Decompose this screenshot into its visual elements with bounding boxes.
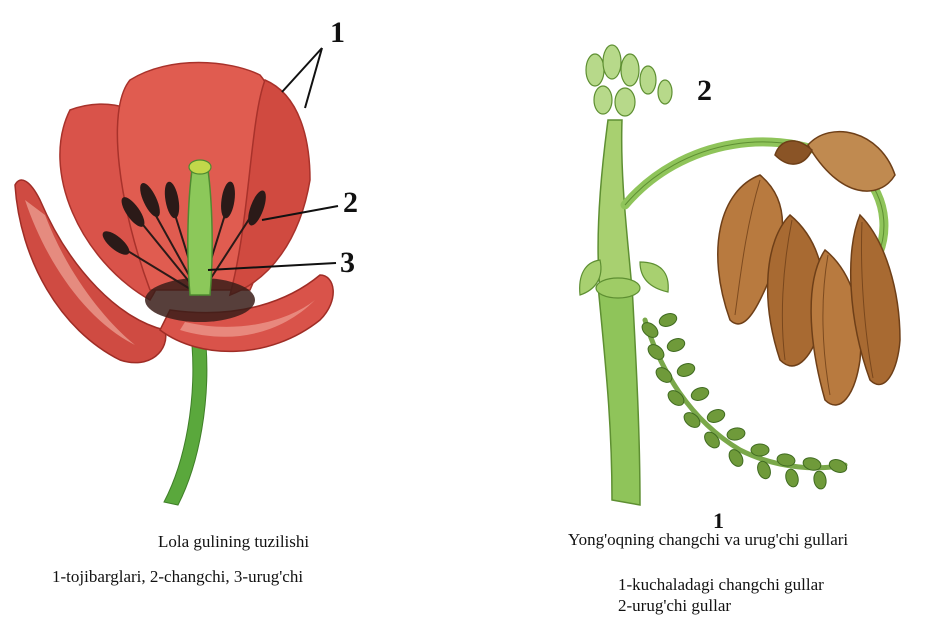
tulip-stem bbox=[164, 345, 207, 505]
walnut-stem-node bbox=[596, 278, 640, 298]
walnut-illustration: 2 1 bbox=[580, 45, 900, 533]
walnut-leaves bbox=[718, 132, 900, 405]
walnut-caption-title: Yong'oqning changchi va urug'chi gullari bbox=[568, 530, 848, 550]
tulip-caption-legend: 1-tojibarglari, 2-changchi, 3-urug'chi bbox=[52, 567, 303, 587]
walnut-marker-pistillate: 2 bbox=[697, 74, 712, 107]
tulip-marker-petals: 1 bbox=[330, 16, 345, 49]
tulip-marker-pistil: 3 bbox=[340, 246, 355, 279]
walnut-leaf-5 bbox=[808, 132, 895, 191]
walnut-caption-legend-2: 2-urug'chi gullar bbox=[618, 596, 731, 616]
tulip-marker-stamen: 2 bbox=[343, 186, 358, 219]
tulip-pistil bbox=[188, 170, 212, 295]
tulip-caption-title: Lola gulining tuzilishi bbox=[158, 532, 309, 552]
tulip-illustration: 1 2 3 bbox=[15, 16, 358, 505]
tulip-stigma bbox=[189, 160, 211, 174]
walnut-bud-leaf-right bbox=[640, 262, 668, 292]
walnut-pistillate-flowers bbox=[586, 45, 672, 116]
walnut-caption-legend-1: 1-kuchaladagi changchi gullar bbox=[618, 575, 824, 595]
walnut-main-stem bbox=[598, 285, 640, 505]
